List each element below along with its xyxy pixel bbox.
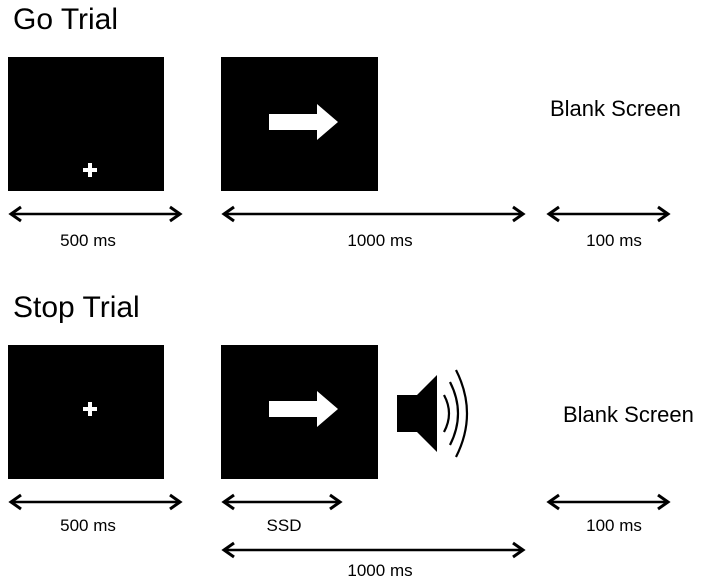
go-stimulus-duration-arrow (221, 205, 526, 223)
stop-stimulus-duration-label: 1000 ms (347, 561, 413, 580)
stop-fixation-duration-arrow (8, 493, 183, 511)
go-trial-title: Go Trial (13, 3, 119, 36)
right-arrow-icon (269, 104, 338, 140)
stop-blank-duration-label: 100 ms (586, 516, 642, 535)
go-blank-duration-label: 100 ms (586, 231, 642, 250)
stop-fixation-screen (8, 345, 164, 479)
go-fixation-screen (8, 57, 164, 191)
go-fixation-duration-label: 500 ms (60, 231, 116, 250)
go-stimulus-screen (221, 57, 378, 191)
fixation-cross-icon (83, 402, 97, 416)
stop-blank-screen-label: Blank Screen (563, 402, 694, 427)
stop-fixation-duration-label: 500 ms (60, 516, 116, 535)
go-stimulus-duration-label: 1000 ms (347, 231, 413, 250)
stop-stimulus-duration-arrow (221, 541, 526, 559)
fixation-cross-icon (83, 163, 97, 177)
stop-blank-duration-arrow (546, 493, 671, 511)
stop-ssd-label: SSD (266, 516, 302, 535)
stop-trial-title: Stop Trial (13, 291, 140, 324)
go-blank-duration-arrow (546, 205, 671, 223)
go-blank-screen-label: Blank Screen (550, 96, 681, 121)
speaker-icon (397, 369, 469, 458)
stop-ssd-duration-arrow (221, 493, 343, 511)
right-arrow-icon (269, 391, 338, 427)
go-fixation-duration-arrow (8, 205, 183, 223)
stop-stimulus-screen (221, 345, 378, 479)
